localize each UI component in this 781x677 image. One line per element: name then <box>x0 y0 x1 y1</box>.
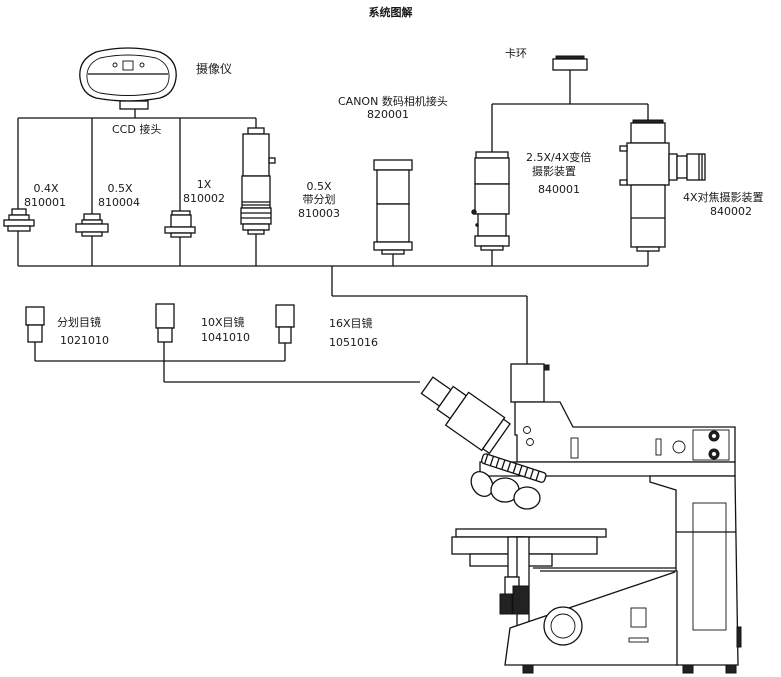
ccd-1x-code: 810002 <box>183 192 225 205</box>
diagram-title: 系统图解 <box>368 6 413 19</box>
canon-adapter-icon <box>373 159 413 255</box>
eyepiece-reticle-icon <box>25 306 45 343</box>
camera-icon <box>79 47 177 110</box>
eyepiece-reticle-code: 1021010 <box>60 334 109 347</box>
ccd-adapter-1x-icon <box>164 210 196 238</box>
canon-adapter-label: CANON 数码相机接头 <box>338 95 448 108</box>
ccd-adapter-0-4x-icon <box>3 208 35 232</box>
eyepiece-16x-icon <box>275 304 295 344</box>
ccd-0-5x-reticle-mag: 0.5X <box>306 180 332 193</box>
ccd-adapter-label: CCD 接头 <box>112 123 162 136</box>
ccd-0-5x-reticle-note: 带分划 <box>302 193 336 206</box>
ccd-0-5x-mag: 0.5X <box>107 182 133 195</box>
photo-focus-label: 4X对焦摄影装置 <box>683 191 764 204</box>
ccd-0-4x-code: 810001 <box>24 196 66 209</box>
ccd-adapter-0-5x-icon <box>75 213 109 237</box>
eyepiece-10x-code: 1041010 <box>201 331 250 344</box>
eyepiece-16x-label: 16X目镜 <box>329 317 373 330</box>
clamp-ring-label: 卡环 <box>505 47 527 60</box>
eyepiece-10x-icon <box>155 303 175 343</box>
ccd-adapter-0-5x-reticle-icon <box>240 127 276 235</box>
ccd-0-5x-code: 810004 <box>98 196 140 209</box>
clamp-ring-icon <box>552 55 588 71</box>
eyepiece-16x-code: 1051016 <box>329 336 378 349</box>
photo-zoom-code: 840001 <box>538 183 580 196</box>
ccd-0-4x-mag: 0.4X <box>33 182 59 195</box>
ccd-0-5x-reticle-code: 810003 <box>298 207 340 220</box>
photo-zoom-device-icon <box>471 151 510 251</box>
photo-zoom-label-2: 摄影装置 <box>532 165 576 178</box>
photo-focus-device-icon <box>619 119 706 252</box>
microscope-icon <box>420 363 742 674</box>
eyepiece-reticle-label: 分划目镜 <box>57 316 101 329</box>
camera-label: 摄像仪 <box>196 62 233 76</box>
photo-focus-code: 840002 <box>710 205 752 218</box>
ccd-1x-mag: 1X <box>196 178 212 191</box>
eyepiece-10x-label: 10X目镜 <box>201 316 245 329</box>
canon-adapter-code: 820001 <box>367 108 409 121</box>
photo-zoom-label-1: 2.5X/4X变倍 <box>526 151 592 164</box>
